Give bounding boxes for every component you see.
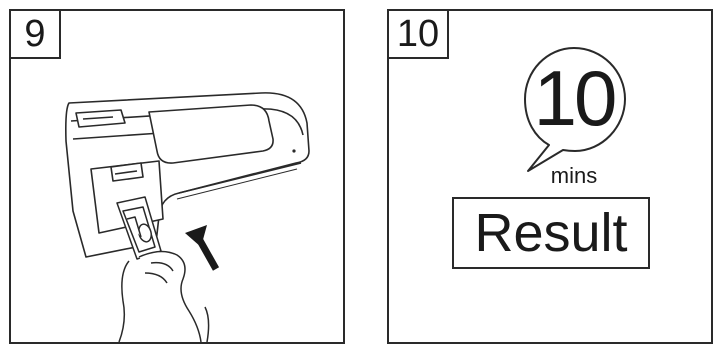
timer-unit: mins [529, 163, 619, 189]
result-label: Result [452, 197, 650, 269]
hand [119, 251, 209, 342]
insertion-arrow [185, 225, 216, 269]
timer-value: 10 [518, 53, 630, 143]
step-10-panel: 10 10 mins Result [387, 9, 713, 344]
device-insertion-illustration [11, 11, 343, 342]
step-9-panel: 9 [9, 9, 345, 344]
